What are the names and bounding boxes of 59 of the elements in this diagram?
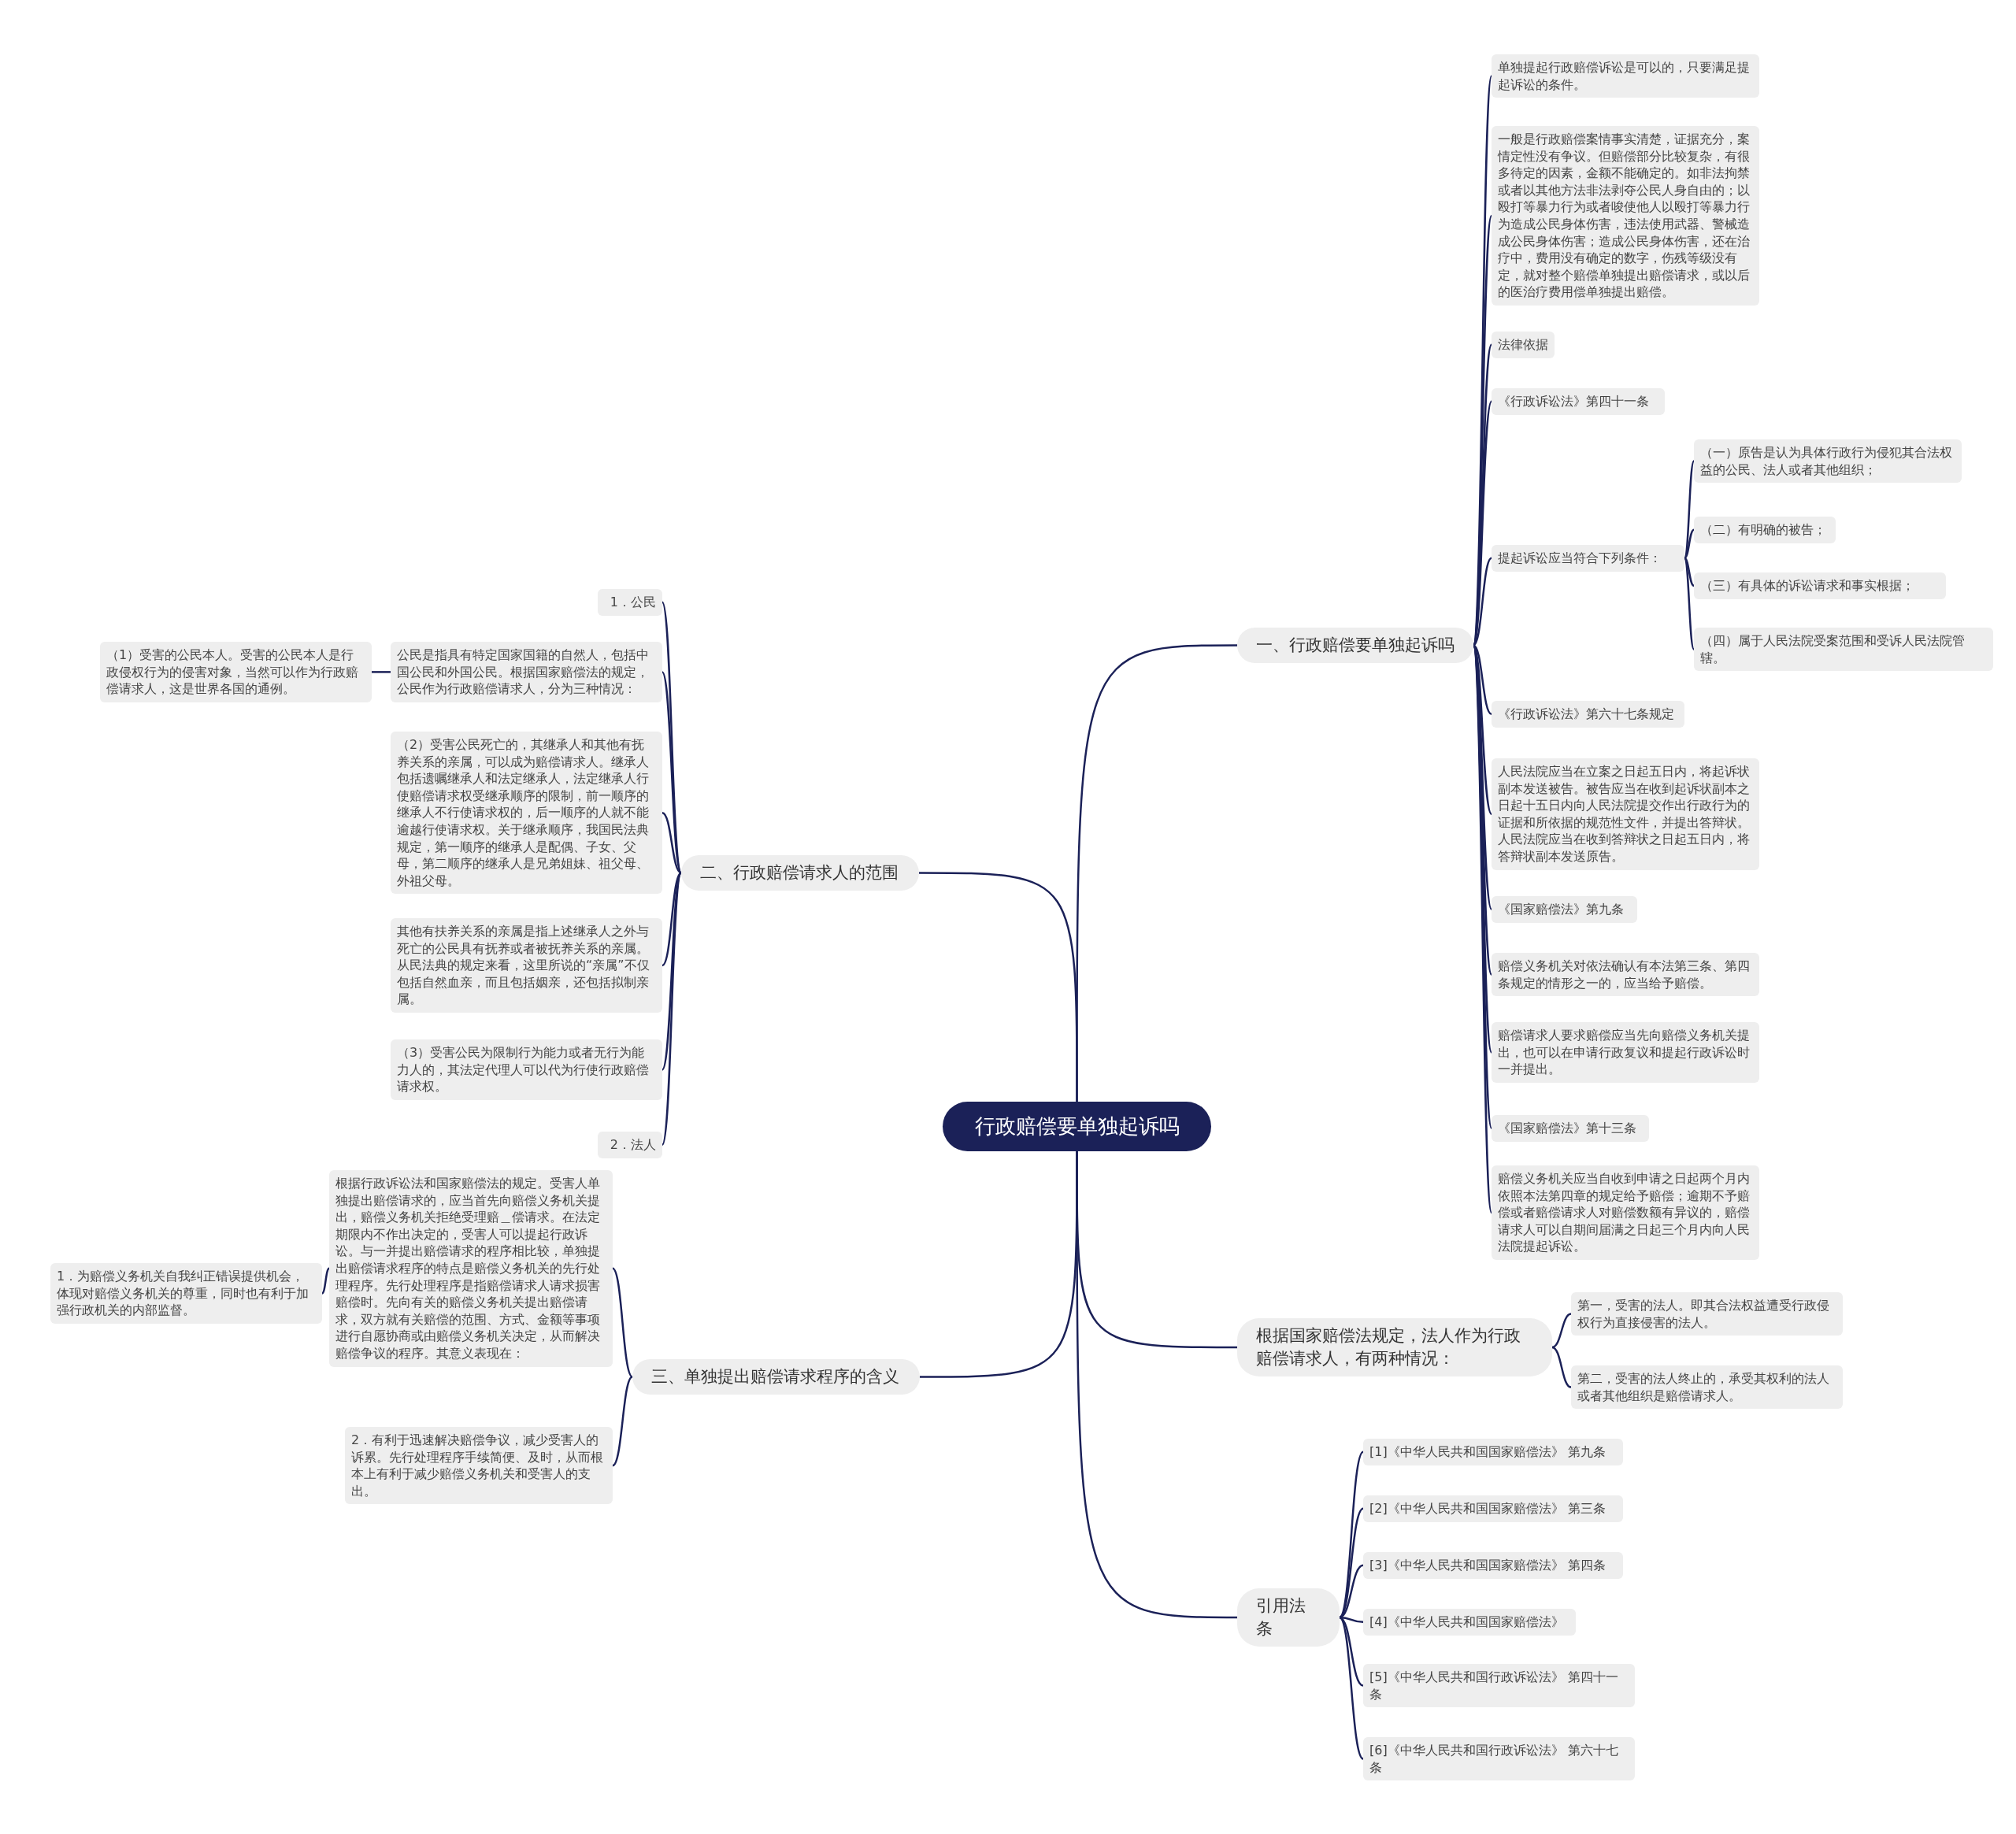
- connector-line: [1473, 644, 1492, 715]
- note-box: 2．法人: [598, 1132, 662, 1158]
- connector-line: [1473, 557, 1492, 647]
- note-box: 一般是行政赔偿案情事实清楚，证据充分，案情定性没有争议。但赔偿部分比较复杂，有很多待定的因素，金额不能确定的。如非法拘禁或者以其他方法非法剥夺公民人身自由的；以殴打等暴力行为或者唆使他人以殴打等暴力行为造成公民身体伤害，违法使用武器、警械造成公民身体伤害；造成公民身体伤害，还在治疗中，费用没有确定的数字，伤残等级没有定，就对整个赔偿单独提出赔偿请求，或以后的医治疗费用偿单独提出赔偿。: [1492, 126, 1759, 306]
- note-box: 《行政诉讼法》第四十一条: [1492, 388, 1665, 415]
- note-box: （四）属于人民法院受案范围和受诉人民法院管辖。: [1694, 628, 1993, 672]
- note-box: 1．公民: [598, 589, 662, 616]
- note-box: 人民法院应当在立案之日起五日内，将起诉状副本发送被告。被告应当在收到起诉状副本之日起十五日内向人民法院提交作出行政行为的证据和所依据的规范性文件，并提出答辩状。人民法院应当在收到答辩状之日起五日内，将答辩状副本发送原告。: [1492, 758, 1759, 870]
- note-box: 其他有扶养关系的亲属是指上述继承人之外与死亡的公民具有抚养或者被抚养关系的亲属。从民法典的规定来看，这里所说的“亲属”不仅包括自然血亲，而且包括姻亲，还包括拟制亲属。: [391, 918, 662, 1013]
- note-box: 赔偿请求人要求赔偿应当先向赔偿义务机关提出，也可以在申请行政复议和提起行政诉讼时一并提出。: [1492, 1022, 1759, 1083]
- connector-line: [662, 872, 682, 966]
- note-box: [5]《中华人民共和国行政诉讼法》 第四十一条: [1363, 1664, 1635, 1708]
- note-box: 《国家赔偿法》第十三条: [1492, 1115, 1649, 1142]
- connector-line: [1339, 1617, 1364, 1760]
- note-box: 《行政诉讼法》第六十七条规定: [1492, 701, 1684, 728]
- note-box: 1．为赔偿义务机关自我纠正错误提供机会，体现对赔偿义务机关的尊重，同时也有利于加强行政机关的内部监督。: [50, 1263, 322, 1324]
- note-box: （一）原告是认为具体行政行为侵犯其合法权益的公民、法人或者其他组织；: [1694, 439, 1962, 484]
- connector-line: [1684, 528, 1695, 559]
- note-box: [4]《中华人民共和国国家赔偿法》: [1363, 1609, 1576, 1636]
- connector-line: [1683, 558, 1695, 650]
- connector-line: [1339, 1451, 1364, 1618]
- note-box: （三）有具体的诉讼请求和事实根据；: [1694, 572, 1946, 599]
- topic-pill: 一、行政赔偿要单独起诉吗: [1237, 628, 1473, 663]
- note-box: [6]《中华人民共和国行政诉讼法》 第六十七条: [1363, 1737, 1635, 1781]
- connector-line: [1683, 461, 1695, 559]
- note-box: [1]《中华人民共和国国家赔偿法》 第九条: [1363, 1439, 1623, 1465]
- note-box: 根据行政诉讼法和国家赔偿法的规定。受害人单独提出赔偿请求的，应当首先向赔偿义务机关提出，赔偿义务机关拒绝受理赔＿偿请求。在法定期限内不作出决定的，受害人可以提起行政诉讼。与一并提出赔偿请求的程序相比较，单独提出赔偿请求程序的特点是赔偿义务机关的先行处理程序。先行处理程序是指赔偿请求人请求损害赔偿时。先向有关的赔偿义务机关提出赔偿请求，双方就有关赔偿的范围、方式、金额等事项进行自愿协商或由赔偿义务机关决定，从而解决赔偿争议的程序。其意义表现在：: [329, 1170, 613, 1367]
- connector-line: [1551, 1346, 1572, 1388]
- topic-pill: 引用法条: [1237, 1588, 1340, 1647]
- connector-line: [612, 1376, 633, 1467]
- topic-pill: 根据国家赔偿法规定，法人作为行政赔偿请求人，有两种情况：: [1237, 1318, 1552, 1376]
- connector-line: [1551, 1313, 1572, 1349]
- topic-pill: 二、行政赔偿请求人的范围: [681, 855, 919, 891]
- connector-line: [612, 1267, 633, 1378]
- note-box: （2）受害公民死亡的，其继承人和其他有抚养关系的亲属，可以成为赔偿请求人。继承人包括遗嘱继承人和法定继承人，法定继承人行使赔偿请求权受继承顺序的限制，前一顺序的继承人不行使请求权的，后一顺序的人就不能逾越行使请求权。关于继承顺序，我国民法典规定，第一顺序的继承人是配偶、子女、父母，第二顺序的继承人是兄弟姐妹、祖父母、外祖父母。: [391, 732, 662, 895]
- connector-line: [1339, 1507, 1364, 1618]
- note-box: 《国家赔偿法》第九条: [1492, 896, 1637, 923]
- central-topic: 行政赔偿要单独起诉吗: [943, 1102, 1211, 1151]
- connector-line: [919, 872, 1078, 1102]
- note-box: 第二，受害的法人终止的，承受其权利的法人或者其他组织是赔偿请求人。: [1571, 1365, 1843, 1410]
- connector-line: [321, 1267, 330, 1295]
- note-box: 第一，受害的法人。即其合法权益遭受行政侵权行为直接侵害的法人。: [1571, 1292, 1843, 1336]
- note-box: （3）受害公民为限制行为能力或者无行为能力人的，其法定代理人可以代为行使行政赔偿请求权。: [391, 1039, 662, 1100]
- connector-line: [662, 812, 682, 874]
- connector-line: [1684, 557, 1695, 587]
- connector-line: [372, 671, 391, 673]
- note-box: （1）受害的公民本人。受害的公民本人是行政侵权行为的侵害对象，当然可以作为行政赔偿请求人，这是世界各国的通例。: [100, 642, 372, 702]
- note-box: 公民是指具有特定国家国籍的自然人，包括中国公民和外国公民。根据国家赔偿法的规定，公民作为行政赔偿请求人，分为三种情况：: [391, 642, 662, 702]
- note-box: 赔偿义务机关应当自收到申请之日起两个月内依照本法第四章的规定给予赔偿；逾期不予赔偿或者赔偿请求人对赔偿数额有异议的，赔偿请求人可以自期间届满之日起三个月内向人民法院提起诉讼。: [1492, 1165, 1759, 1260]
- note-box: [3]《中华人民共和国国家赔偿法》 第四条: [1363, 1552, 1623, 1579]
- topic-pill: 三、单独提出赔偿请求程序的含义: [632, 1359, 920, 1395]
- note-box: 法律依据: [1492, 332, 1555, 358]
- note-box: 提起诉讼应当符合下列条件：: [1492, 545, 1684, 572]
- note-box: [2]《中华人民共和国国家赔偿法》 第三条: [1363, 1495, 1623, 1522]
- note-box: 2．有利于迅速解决赔偿争议，减少受害人的诉累。先行处理程序手续简便、及时，从而根本上有利于减少赔偿义务机关和受害人的支出。: [345, 1427, 613, 1505]
- note-box: 单独提起行政赔偿诉讼是可以的，只要满足提起诉讼的条件。: [1492, 54, 1759, 98]
- note-box: （二）有明确的被告；: [1694, 517, 1836, 543]
- connector-line: [920, 1151, 1078, 1378]
- note-box: 赔偿义务机关对依法确认有本法第三条、第四条规定的情形之一的，应当给予赔偿。: [1492, 953, 1759, 997]
